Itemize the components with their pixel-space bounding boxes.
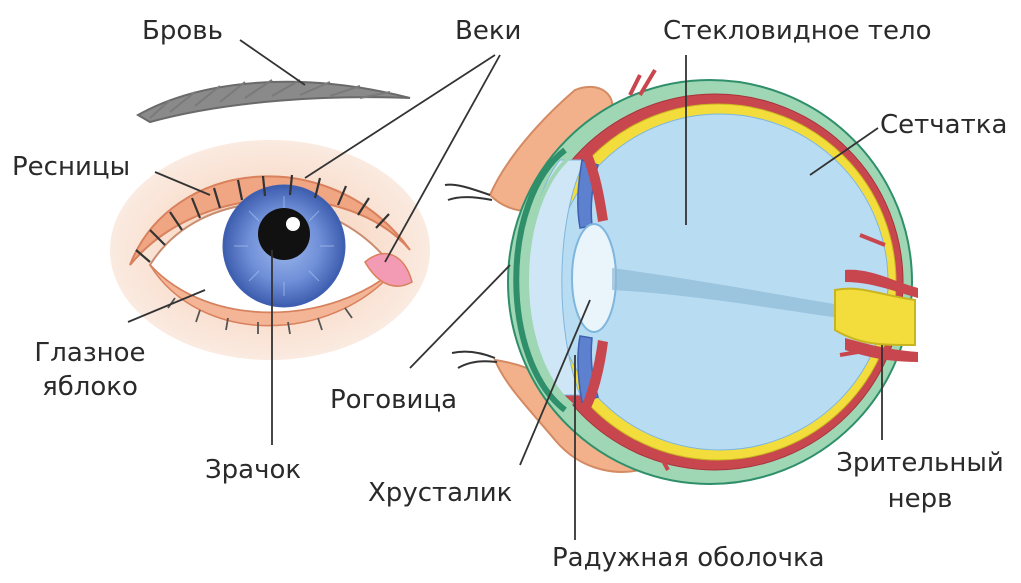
label-retina: Сетчатка: [880, 110, 1007, 141]
front-eye-view: [110, 80, 430, 360]
leader-brow: [240, 40, 305, 85]
label-lens: Хрусталик: [368, 478, 512, 509]
eyebrow: [138, 82, 410, 122]
label-vitreous-body: Стекловидное тело: [663, 16, 932, 47]
leader-eyelids-2: [385, 55, 500, 262]
label-eyelashes: Ресницы: [12, 152, 130, 183]
section-eyelashes: [445, 185, 497, 368]
label-optic-nerve-line2: нерв: [825, 484, 1015, 515]
label-eyelids: Веки: [455, 16, 521, 47]
eye-cross-section: [445, 70, 918, 484]
label-iris: Радужная оболочка: [552, 543, 825, 574]
label-optic-nerve-line1: Зрительный: [825, 448, 1015, 479]
label-pupil: Зрачок: [205, 455, 301, 486]
crystalline-lens: [572, 224, 616, 332]
pupil: [258, 208, 310, 260]
label-brow: Бровь: [142, 16, 223, 47]
label-cornea: Роговица: [330, 385, 457, 416]
pupil-highlight: [286, 217, 300, 231]
optic-nerve: [835, 289, 915, 345]
label-eyeball-line1: Глазное: [20, 338, 160, 369]
label-eyeball-line2: яблоко: [20, 372, 160, 403]
